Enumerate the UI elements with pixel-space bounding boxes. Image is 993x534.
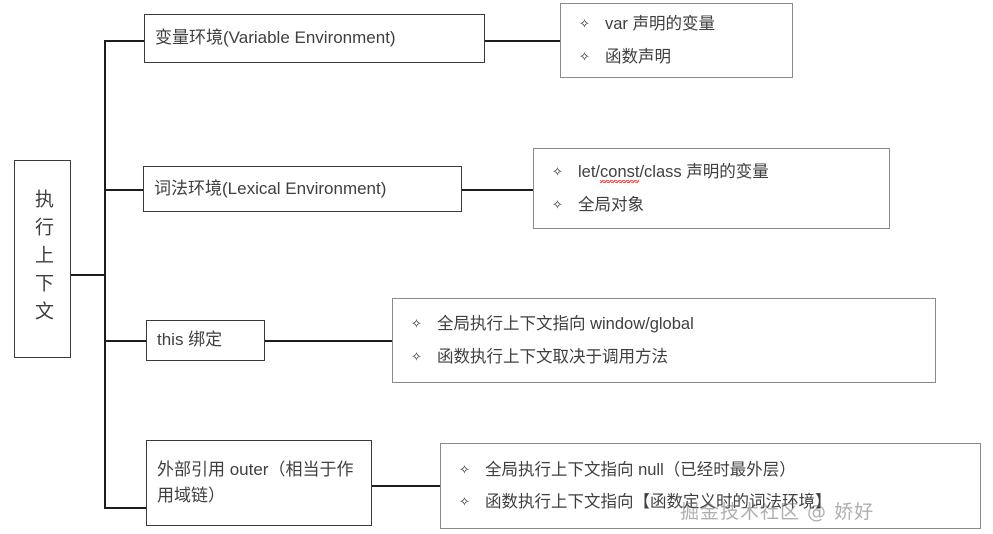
list-item-text-post: /class 声明的变量: [639, 163, 769, 182]
detail-box-outer-reference[interactable]: ✧ 全局执行上下文指向 null（已经时最外层） ✧ 函数执行上下文指向【函数定…: [440, 443, 981, 529]
list-item-label: 函数执行上下文指向【函数定义时的词法环境】: [485, 493, 832, 511]
link-line-this-binding-detail: [265, 340, 393, 342]
root-to-trunk-line: [70, 274, 106, 276]
list-item-label: let/const/class 声明的变量: [578, 156, 889, 188]
detail-list-lexical-environment: ✧ let/const/class 声明的变量 ✧ 全局对象: [534, 156, 889, 220]
list-item: ✧ 全局执行上下文指向 null（已经时最外层）: [441, 454, 980, 486]
list-item: ✧ 全局执行上下文指向 window/global: [393, 308, 935, 340]
list-item: ✧ let/const/class 声明的变量: [534, 156, 889, 188]
spellcheck-flagged-word: const: [600, 163, 640, 184]
detail-list-variable-environment: ✧ var 声明的变量 ✧ 函数声明: [561, 8, 792, 72]
detail-box-this-binding[interactable]: ✧ 全局执行上下文指向 window/global ✧ 函数执行上下文取决于调用…: [392, 298, 936, 383]
list-item: ✧ 函数执行上下文取决于调用方法: [393, 341, 935, 373]
link-line-outer-ref-detail: [372, 485, 441, 487]
diamond-bullet-icon: ✧: [552, 164, 563, 180]
detail-box-lexical-environment[interactable]: ✧ let/const/class 声明的变量 ✧ 全局对象: [533, 148, 890, 229]
list-item: ✧ 函数声明: [561, 41, 792, 73]
list-item-label: 函数声明: [605, 47, 671, 66]
node-this-binding-label: this 绑定: [157, 330, 223, 350]
detail-list-outer-reference: ✧ 全局执行上下文指向 null（已经时最外层） ✧ 函数执行上下文指向【函数定…: [441, 454, 980, 518]
node-outer-reference[interactable]: 外部引用 outer（相当于作用域链）: [146, 440, 372, 526]
node-variable-environment-label: 变量环境(Variable Environment): [155, 28, 396, 48]
node-this-binding[interactable]: this 绑定: [146, 320, 265, 361]
node-lexical-environment[interactable]: 词法环境(Lexical Environment): [143, 166, 462, 212]
root-node-execution-context[interactable]: 执行上下文: [14, 160, 71, 358]
link-line-variable-env-detail: [485, 40, 561, 42]
branch-line-variable-env: [104, 40, 146, 42]
diamond-bullet-icon: ✧: [459, 461, 470, 477]
node-lexical-environment-label: 词法环境(Lexical Environment): [154, 178, 387, 198]
root-node-label: 执行上下文: [32, 189, 53, 329]
list-item-label: var 声明的变量: [605, 15, 716, 34]
diamond-bullet-icon: ✧: [411, 316, 422, 332]
branch-line-outer-ref: [104, 507, 148, 509]
list-item: ✧ 函数执行上下文指向【函数定义时的词法环境】: [441, 486, 980, 518]
list-item-label: 全局执行上下文指向 window/global: [437, 315, 694, 334]
diamond-bullet-icon: ✧: [459, 494, 470, 509]
list-item: ✧ var 声明的变量: [561, 8, 792, 40]
detail-list-this-binding: ✧ 全局执行上下文指向 window/global ✧ 函数执行上下文取决于调用…: [393, 308, 935, 372]
list-item-label: 全局对象: [578, 195, 644, 214]
diamond-bullet-icon: ✧: [579, 48, 590, 64]
list-item-label: 函数执行上下文取决于调用方法: [437, 347, 668, 366]
node-variable-environment[interactable]: 变量环境(Variable Environment): [144, 14, 485, 63]
detail-box-variable-environment[interactable]: ✧ var 声明的变量 ✧ 函数声明: [560, 3, 793, 78]
node-outer-reference-label: 外部引用 outer（相当于作用域链）: [157, 459, 354, 505]
diamond-bullet-icon: ✧: [579, 16, 590, 32]
link-line-lexical-env-detail: [462, 189, 534, 191]
branch-line-lexical-env: [104, 189, 145, 191]
list-item: ✧ 全局对象: [534, 189, 889, 221]
diamond-bullet-icon: ✧: [411, 348, 422, 364]
branch-line-this-binding: [104, 340, 148, 342]
list-item-text-pre: let/: [578, 163, 601, 182]
list-item-label: 全局执行上下文指向 null（已经时最外层）: [485, 460, 796, 479]
diamond-bullet-icon: ✧: [552, 196, 563, 212]
